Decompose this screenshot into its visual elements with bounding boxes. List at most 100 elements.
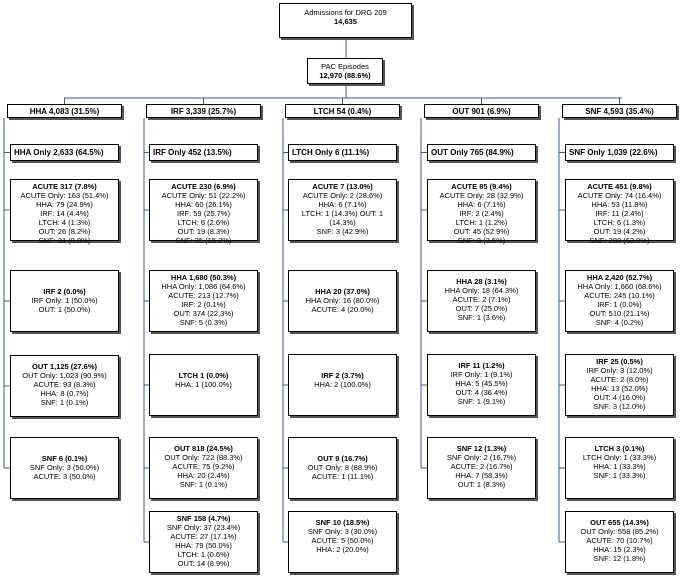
box-line: 12,970 (88.6%) [319, 71, 371, 80]
sequence-box: LTCH 1 (0.0%)HHA: 1 (100.0%) [149, 354, 258, 416]
box-title: SNF 10 (18.5%) [315, 518, 370, 527]
box-line: LTCH: 1 (1.2%) [455, 218, 508, 227]
box-line: OUT Only: 722 (88.3%) [164, 453, 243, 462]
box-line: ACUTE Only: 51 (22.2%) [161, 191, 246, 200]
box-line: OUT: 19 (4.2%) [593, 227, 646, 236]
sequence-box: OUT 818 (24.5%)OUT Only: 722 (88.3%)ACUT… [149, 437, 258, 499]
box-line: OUT: 374 (22.3%) [173, 309, 234, 318]
box-title: LTCH 3 (0.1%) [594, 444, 645, 453]
box-line: LTCH Only: 1 (33.3%) [582, 453, 657, 462]
column-header-1: IRF 3,339 (25.7%) [146, 104, 261, 118]
box-line: SNF Only: 37 (23.4%) [166, 523, 241, 532]
box-line: IRF: 59 (25.7%) [177, 209, 230, 218]
box-line: ACUTE: 213 (12.7%) [168, 291, 239, 300]
box-title: LTCH Only 6 (11.1%) [292, 148, 370, 157]
box-line: ACUTE: 27 (17.1%) [170, 532, 237, 541]
box-line: SNF: 1 (0.1%) [179, 480, 228, 489]
box-title: HHA Only 2,633 (64.5%) [14, 148, 104, 157]
box-line: HHA: 2 (100.0%) [314, 380, 371, 389]
box-title: HHA 4,083 (31.5%) [29, 107, 100, 116]
box-line: OUT: 45 (52.9%) [453, 227, 510, 236]
box-line: SNF: 3 (12.0%) [593, 402, 646, 411]
box-line: IRF: 11 (2.4%) [595, 209, 644, 218]
box-title: OUT 818 (24.5%) [174, 444, 233, 453]
box-line: LTCH: 1 (14.3%) OUT: 1 [301, 209, 384, 218]
box-title: IRF 2 (0.0%) [43, 287, 86, 296]
box-title: Admissions for DRG 209 [304, 8, 387, 17]
box-line: SNF: 5 (0.3%) [179, 318, 228, 327]
box-line: OUT: 26 (8.2%) [38, 227, 91, 236]
box-title: HHA 20 (37.0%) [315, 287, 370, 296]
box-line: ACUTE Only: 2 (28.6%) [302, 191, 383, 200]
box-line: IRF Only: 1 (50.0%) [31, 296, 98, 305]
box-line: OUT: 1 (8.3%) [457, 480, 506, 489]
box-line: HHA: 2 (20.0%) [316, 545, 369, 554]
box-line: SNF Only: 3 (30.0%) [307, 527, 378, 536]
box-line: ACUTE Only: 28 (32.9%) [439, 191, 524, 200]
sequence-box: HHA 1,680 (50.3%)HHA Only: 1,086 (64.6%)… [149, 270, 258, 332]
box-line: HHA Only: 1,086 (64.6%) [161, 282, 246, 291]
box-title: SNF Only 1,039 (22.6%) [569, 148, 658, 157]
box-line: OUT: 7 (25.0%) [455, 304, 508, 313]
box-line: HHA: 6 (7.1%) [318, 200, 367, 209]
column-header-2: LTCH 54 (0.4%) [285, 104, 400, 118]
sequence-box: SNF 6 (0.1%)SNF Only: 3 (50.0%)ACUTE: 3 … [10, 437, 119, 499]
sequence-box: ACUTE 7 (13.0%)ACUTE Only: 2 (28.6%)HHA:… [288, 179, 397, 241]
box-title: SNF 4,593 (35.4%) [585, 107, 654, 116]
sequence-box: LTCH 3 (0.1%)LTCH Only: 1 (33.3%)HHA: 1 … [565, 437, 674, 499]
box-line: LTCH: 4 (1.3%) [38, 218, 91, 227]
column-header-4: SNF 4,593 (35.4%) [562, 104, 677, 118]
box-line: (14.3%) [329, 218, 356, 227]
box-line: HHA: 20 (2.4%) [177, 471, 230, 480]
box-line: ACUTE: 1 (11.1%) [311, 472, 374, 481]
box-line: ACUTE: 2 (8.0%) [590, 375, 649, 384]
box-line: OUT: 14 (8.9%) [177, 559, 230, 568]
sequence-box: OUT 655 (14.3%)OUT Only: 558 (85.2%)ACUT… [565, 511, 674, 573]
sequence-box: HHA 28 (3.1%)HHA Only: 18 (64.3%)ACUTE: … [427, 270, 536, 332]
box-title: HHA 28 (3.1%) [456, 277, 507, 286]
box-line: SNF: 12 (1.8%) [593, 554, 646, 563]
box-line: HHA: 5 (45.5%) [455, 379, 508, 388]
box-title: IRF 11 (1.2%) [458, 361, 505, 370]
only-box-0: HHA Only 2,633 (64.5%) [10, 144, 119, 161]
box-title: ACUTE 317 (7.8%) [32, 182, 97, 191]
box-line: SNF: 3 (42.9%) [316, 227, 369, 236]
only-box-4: SNF Only 1,039 (22.6%) [565, 144, 674, 161]
box-title: LTCH 54 (0.4%) [313, 107, 372, 116]
box-line: ACUTE: 4 (20.0%) [311, 305, 374, 314]
box-line: HHA: 15 (2.3%) [593, 545, 646, 554]
box-line: HHA: 53 (11.8%) [591, 200, 648, 209]
box-line: HHA: 7 (58.3%) [455, 471, 508, 480]
box-title: IRF 25 (0.5%) [596, 357, 643, 366]
box-line: IRF Only: 3 (12.0%) [586, 366, 653, 375]
box-line: OUT: 19 (8.3%) [177, 227, 230, 236]
sequence-box: IRF 11 (1.2%)IRF Only: 1 (9.1%)HHA: 5 (4… [427, 354, 536, 416]
box-title: OUT 655 (14.3%) [590, 518, 649, 527]
sequence-box: IRF 2 (0.0%)IRF Only: 1 (50.0%)OUT: 1 (5… [10, 270, 119, 332]
sequence-box: ACUTE 230 (6.9%)ACUTE Only: 51 (22.2%)HH… [149, 179, 258, 245]
box-line: OUT Only: 558 (85.2%) [580, 527, 659, 536]
sequence-box: ACUTE 451 (9.8%)ACUTE Only: 74 (16.4%)HH… [565, 179, 674, 245]
box-title: IRF 3,339 (25.7%) [170, 107, 237, 116]
box-title: PAC Episodes [321, 62, 369, 71]
box-line: HHA Only: 1,660 (68.6%) [577, 282, 662, 291]
box-title: ACUTE 230 (6.9%) [171, 182, 236, 191]
box-line: ACUTE: 245 (10.1%) [584, 291, 655, 300]
box-line: SNF: 35 (15.2%) [175, 236, 232, 245]
box-line: ACUTE Only: 74 (16.4%) [577, 191, 662, 200]
box-line: HHA: 79 (50.0%) [175, 541, 232, 550]
box-line: HHA Only: 16 (80.0%) [305, 296, 380, 305]
box-line: ACUTE: 2 (16.7%) [450, 462, 513, 471]
sequence-box: SNF 12 (1.3%)SNF Only: 2 (16.7%)ACUTE: 2… [427, 437, 536, 499]
box-line: OUT: 1 (50.0%) [38, 305, 91, 314]
box-line: SNF: 31 (9.8%) [38, 236, 91, 245]
box-title: SNF 158 (4.7%) [176, 514, 231, 523]
box-line: OUT: 4 (36.4%) [455, 388, 508, 397]
box-line: OUT: 510 (21.1%) [589, 309, 650, 318]
box-title: LTCH 1 (0.0%) [178, 371, 229, 380]
box-line: IRF: 2 (2.4%) [459, 209, 504, 218]
box-title: ACUTE 85 (9.4%) [451, 182, 512, 191]
box-line: SNF: 1 (0.1%) [40, 398, 89, 407]
box-title: ACUTE 7 (13.0%) [312, 182, 373, 191]
